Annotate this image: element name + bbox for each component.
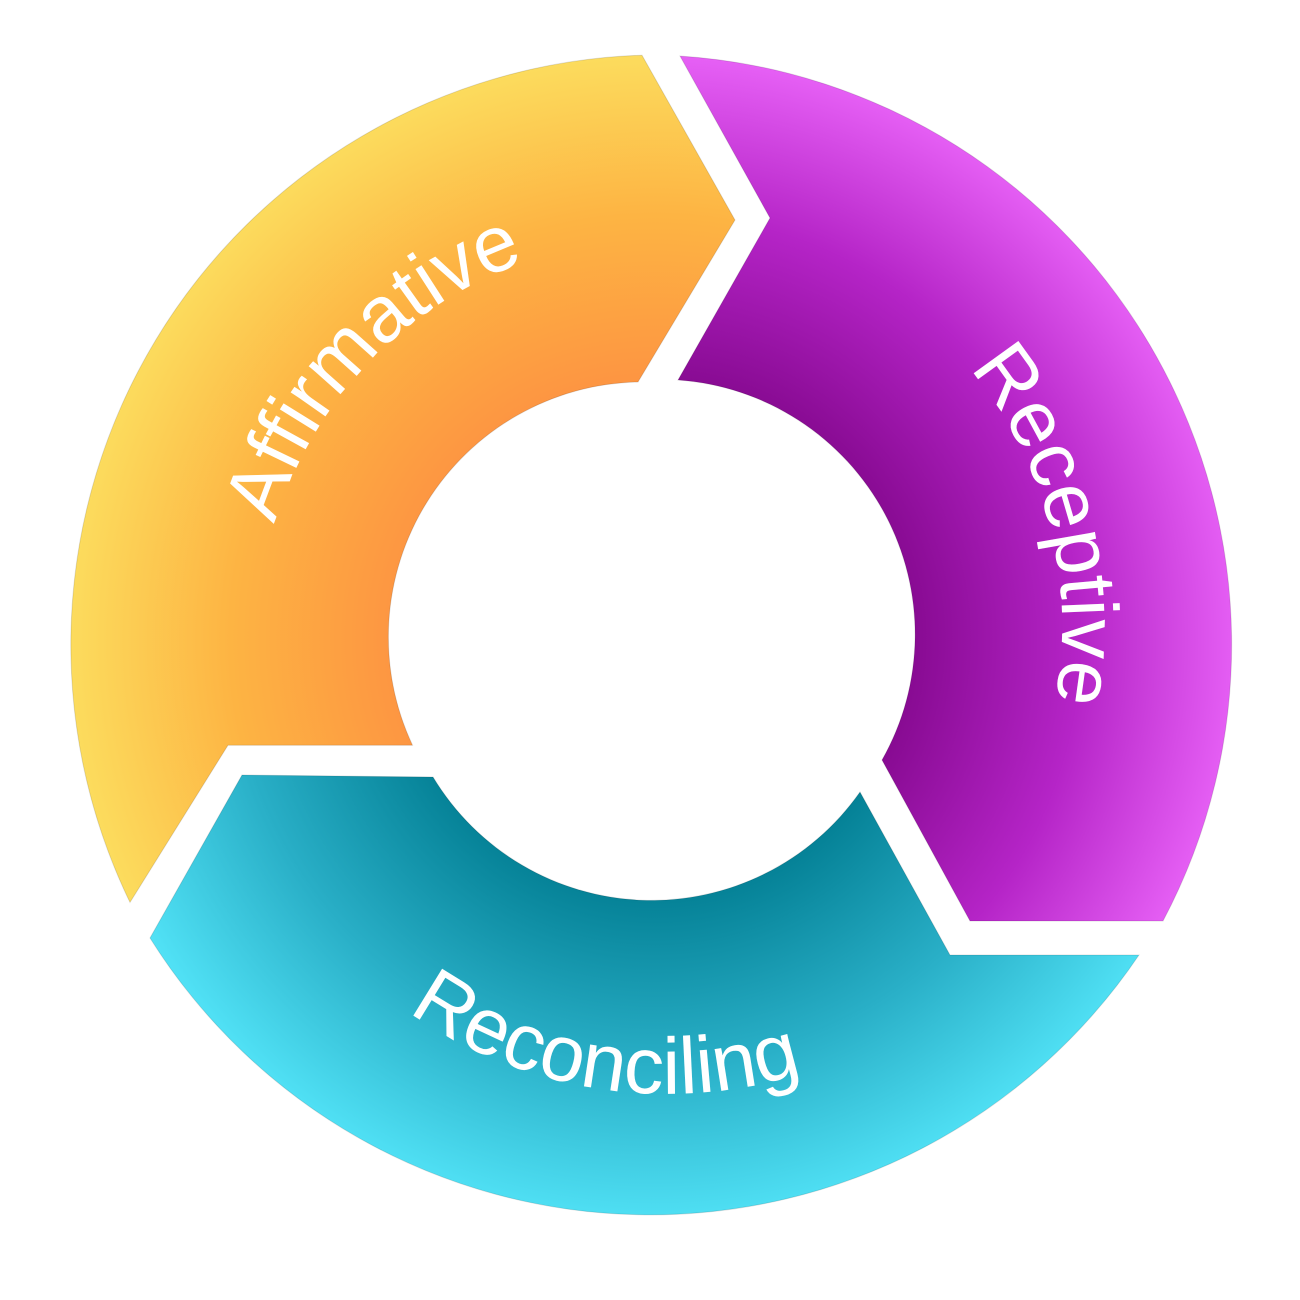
- receptive-arrow: [677, 55, 1233, 922]
- segment-affirmative: Affirmative: [70, 54, 736, 904]
- segment-receptive: Receptive: [677, 55, 1233, 922]
- reconciling-arrow: [149, 774, 1140, 1216]
- affirmative-arrow: [70, 54, 736, 904]
- segment-reconciling: Reconciling: [149, 774, 1140, 1216]
